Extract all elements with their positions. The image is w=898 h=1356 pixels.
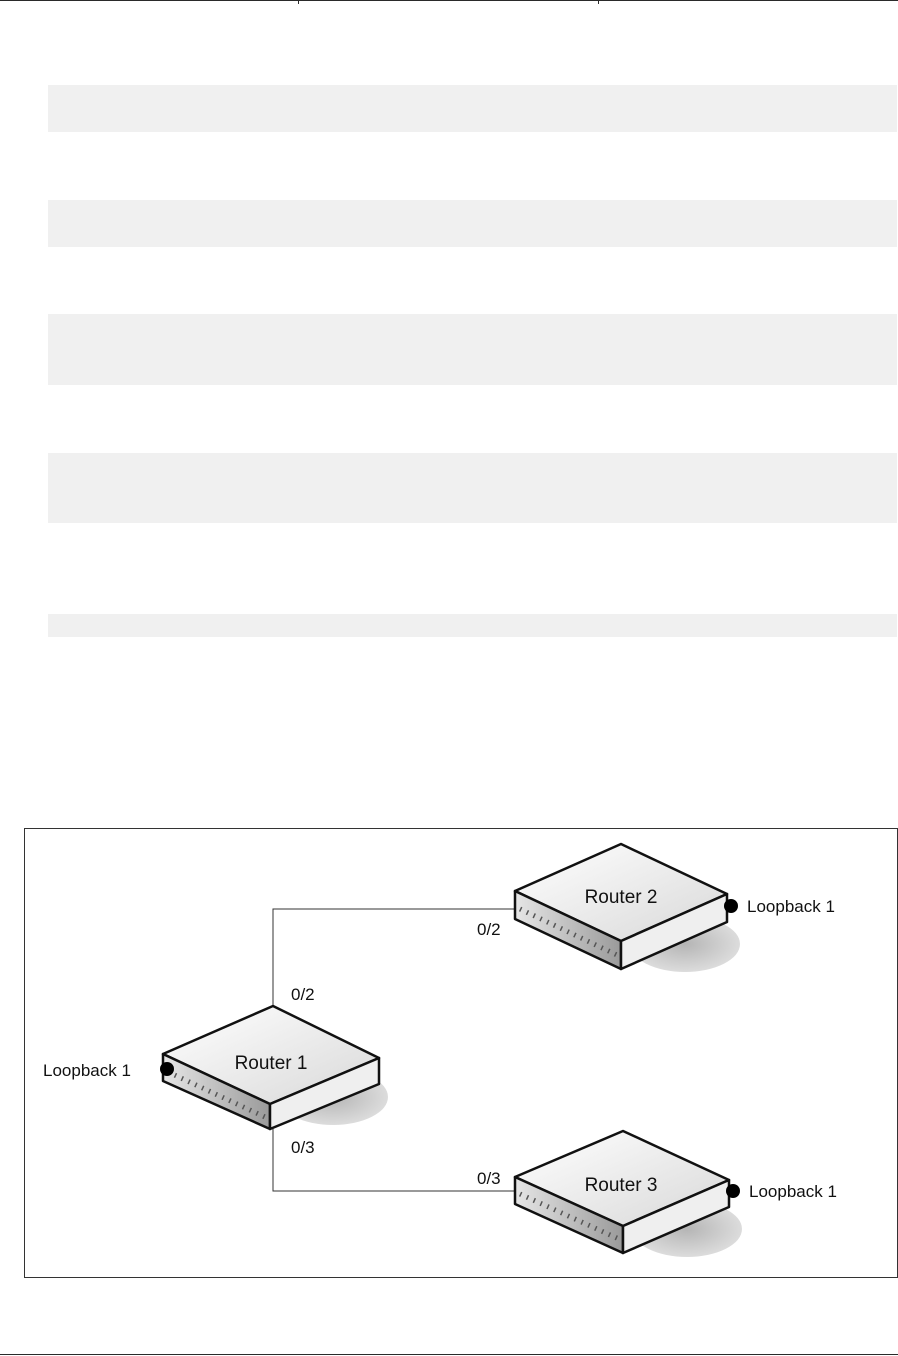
- loopback-port-icon: [724, 899, 738, 913]
- header-rule: [0, 0, 898, 1]
- code-block-4: [48, 453, 897, 523]
- router-3-loopback-label: Loopback 1: [749, 1182, 837, 1201]
- loopback-port-icon: [160, 1062, 174, 1076]
- router-1-loopback-label: Loopback 1: [43, 1061, 131, 1080]
- link-r1-r3: [272, 1129, 515, 1192]
- router-2-label: Router 2: [585, 887, 658, 908]
- router-3-label: Router 3: [585, 1175, 658, 1196]
- code-block-1: [48, 85, 897, 132]
- header-tick: [598, 0, 599, 4]
- r1-port-to-r2-label: 0/2: [291, 985, 315, 1004]
- router-3-icon: [513, 1129, 742, 1257]
- footer-rule: [0, 1354, 898, 1355]
- r2-port-to-r1-label: 0/2: [477, 920, 501, 939]
- router-1-icon: [160, 1004, 388, 1131]
- loopback-port-icon: [726, 1184, 740, 1198]
- code-block-3: [48, 314, 897, 385]
- network-topology-figure: Router 2 Router 1 Router 3 Loopback 1 Lo…: [24, 828, 898, 1278]
- router-1-label: Router 1: [235, 1053, 308, 1074]
- topology-diagram: Router 2 Router 1 Router 3 Loopback 1 Lo…: [43, 842, 837, 1257]
- header-tick: [298, 0, 299, 4]
- r1-port-to-r3-label: 0/3: [291, 1138, 315, 1157]
- r3-port-to-r1-label: 0/3: [477, 1169, 501, 1188]
- code-block-2: [48, 200, 897, 247]
- router-2-icon: [513, 842, 740, 972]
- code-block-5: [48, 614, 897, 637]
- link-r1-r2: [272, 908, 515, 1006]
- router-2-loopback-label: Loopback 1: [747, 897, 835, 916]
